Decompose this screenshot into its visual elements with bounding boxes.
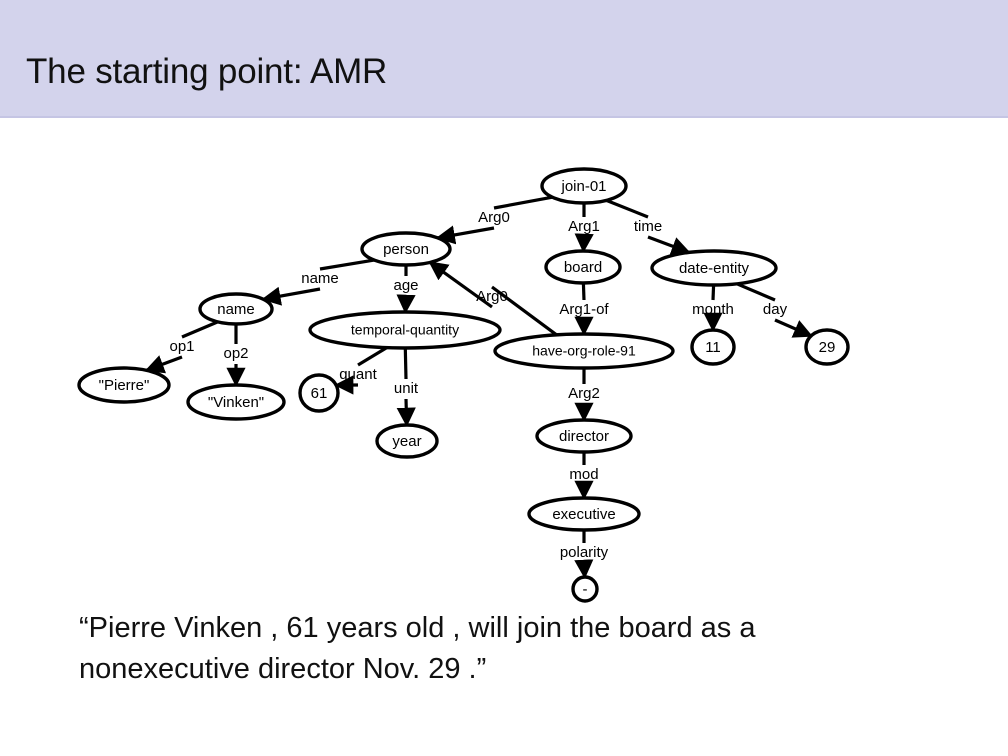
graph-node-board[interactable]: board: [544, 249, 622, 285]
graph-edge-label-quant: quant: [339, 366, 377, 383]
graph-edge-arrow: [144, 355, 183, 374]
graph-edge-segment: [605, 198, 649, 219]
graph-edge-label-unit: unit: [394, 380, 419, 397]
graph-node-director[interactable]: director: [535, 418, 633, 454]
graph-node-label: join-01: [560, 178, 606, 195]
graph-edge-label-day: day: [763, 301, 788, 318]
graph-node-month11[interactable]: 11: [690, 328, 736, 366]
graph-node-shape: [308, 310, 502, 350]
graph-node-shape: [650, 249, 778, 287]
graph-edge-label-time: time: [634, 218, 662, 235]
graph-edge-segment: [736, 282, 776, 302]
graph-node-shape: [198, 292, 274, 326]
graph-node-label: 11: [705, 339, 721, 356]
graph-node-shape: [375, 423, 439, 459]
graph-edge-label-name: name: [301, 270, 339, 287]
graph-node-shape: [540, 167, 628, 205]
graph-node-shape: [298, 373, 340, 413]
graph-node-sixtyone[interactable]: 61: [298, 373, 340, 413]
graph-edge-label-op2: op2: [223, 345, 248, 362]
graph-node-label: "Vinken": [208, 394, 264, 411]
graph-edge-arrow: [774, 318, 813, 338]
graph-edge-label-op1: op1: [169, 338, 194, 355]
graph-node-shape: [77, 366, 171, 404]
graph-node-vinken[interactable]: "Vinken": [186, 383, 286, 421]
graph-edge-label-month: month: [692, 301, 734, 318]
graph-edge-label-age: age: [393, 277, 418, 294]
graph-node-negative[interactable]: -: [571, 575, 599, 603]
graph-edge-arrow: [261, 286, 321, 306]
graph-node-date[interactable]: date-entity: [650, 249, 778, 287]
graph-edge-label-mod: mod: [569, 466, 598, 483]
graph-node-executive[interactable]: executive: [527, 496, 641, 532]
graph-node-label: date-entity: [679, 260, 750, 277]
graph-edge-arrow: [396, 294, 416, 314]
graph-node-label: -: [583, 581, 588, 598]
graph-node-shape: [493, 332, 675, 370]
graph-edge-segment: [357, 346, 388, 367]
graph-edge-label-arg0: Arg0: [476, 288, 508, 305]
graph-node-shape: [690, 328, 736, 366]
slide-header-bar: The starting point: AMR: [0, 0, 1008, 118]
graph-edge-segment: [319, 258, 375, 271]
graph-node-label: temporal-quantity: [351, 322, 459, 338]
graph-node-label: have-org-role-91: [532, 343, 636, 359]
graph-edge-arrow: [428, 261, 493, 309]
graph-node-shape: [527, 496, 641, 532]
graph-node-label: name: [217, 301, 255, 318]
graph-node-shape: [360, 231, 452, 267]
graph-node-label: 61: [311, 385, 328, 402]
graph-edge-label-polarity: polarity: [560, 544, 609, 561]
graph-edge-segment: [711, 284, 716, 301]
graph-edge-label-arg1: Arg1: [568, 218, 600, 235]
graph-edge-segment: [493, 195, 553, 210]
graph-node-year[interactable]: year: [375, 423, 439, 459]
graph-edge-segment: [181, 320, 219, 339]
slide-caption: “Pierre Vinken , 61 years old , will joi…: [79, 612, 756, 685]
graph-node-shape: [535, 418, 633, 454]
graph-edge-label-arg2: Arg2: [568, 385, 600, 402]
graph-edge-segment: [581, 282, 586, 301]
graph-node-label: director: [559, 428, 609, 445]
graph-node-label: executive: [552, 506, 615, 523]
graph-node-tq[interactable]: temporal-quantity: [308, 310, 502, 350]
graph-node-person[interactable]: person: [360, 231, 452, 267]
graph-node-label: "Pierre": [99, 377, 150, 394]
graph-node-label: 29: [819, 339, 836, 356]
graph-node-join[interactable]: join-01: [540, 167, 628, 205]
graph-edge-arrow: [574, 233, 594, 253]
graph-edges-layer: [144, 195, 813, 579]
graph-node-name[interactable]: name: [198, 292, 274, 326]
page-title: The starting point: AMR: [26, 52, 388, 91]
graph-node-label: board: [564, 259, 602, 276]
graph-node-horg[interactable]: have-org-role-91: [493, 332, 675, 370]
graph-node-shape: [544, 249, 622, 285]
graph-node-label: person: [383, 241, 429, 258]
graph-edge-arrow: [396, 398, 416, 427]
graph-edge-segment: [403, 347, 408, 380]
graph-node-shape: [186, 383, 286, 421]
graph-node-shape: [804, 328, 850, 366]
graph-nodes-layer: join-01 person board date-entity name tempora…: [77, 167, 850, 603]
graph-edge-label-arg0: Arg0: [478, 209, 510, 226]
header-underline: [0, 116, 1008, 118]
graph-node-label: year: [392, 433, 421, 450]
graph-edge-arrow: [647, 235, 691, 256]
graph-node-pierre[interactable]: "Pierre": [77, 366, 171, 404]
graph-node-shape: [571, 575, 599, 603]
graph-edge-arrow: [574, 559, 594, 579]
graph-edge-label-arg1-of: Arg1-of: [559, 301, 609, 318]
graph-edge-segment: [491, 285, 558, 337]
graph-edge-arrow: [435, 225, 495, 245]
graph-node-day29[interactable]: 29: [804, 328, 850, 366]
